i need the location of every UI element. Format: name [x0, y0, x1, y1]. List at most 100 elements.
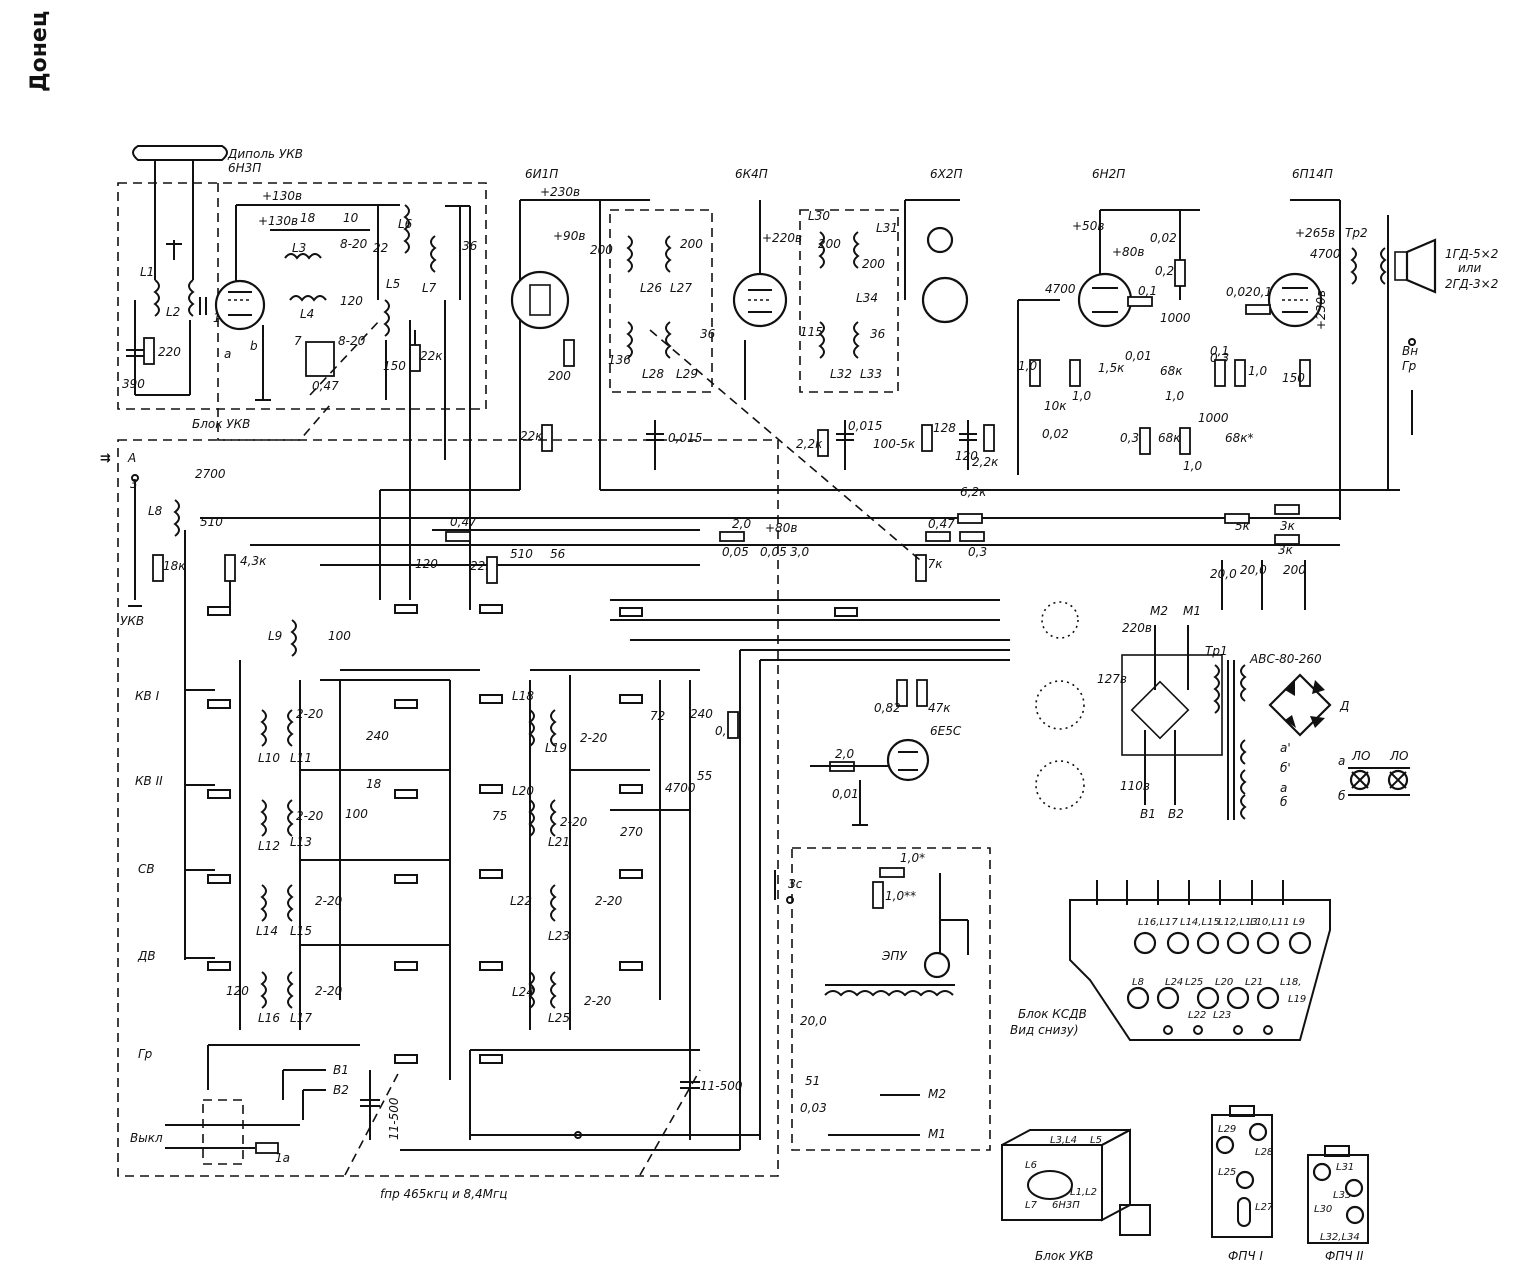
svg-text:4700: 4700 [1045, 282, 1076, 296]
svg-text:Тр1: Тр1 [1205, 644, 1228, 658]
svg-text:М2: М2 [1150, 604, 1168, 618]
svg-text:L11: L11 [290, 751, 312, 765]
svg-text:1ГД-5×2: 1ГД-5×2 [1445, 247, 1498, 261]
svg-text:0,05: 0,05 [760, 545, 787, 559]
svg-text:68к: 68к [1158, 431, 1181, 445]
svg-text:0,1: 0,1 [1253, 285, 1272, 299]
svg-text:200: 200 [680, 237, 703, 251]
svg-text:Зс: Зс [788, 877, 803, 891]
svg-text:L28: L28 [1255, 1147, 1273, 1158]
svg-text:L30: L30 [1314, 1204, 1332, 1215]
svg-text:а: а [1280, 781, 1287, 795]
svg-text:0,02: 0,02 [1226, 285, 1253, 299]
svg-text:L6: L6 [1025, 1160, 1037, 1171]
svg-text:1,0**: 1,0** [885, 889, 916, 903]
tube-voltage-6n2p: +80в [1112, 245, 1144, 259]
svg-text:510: 510 [510, 547, 533, 561]
svg-text:120: 120 [340, 294, 363, 308]
svg-text:220в: 220в [1122, 621, 1152, 635]
svg-text:В2: В2 [1168, 807, 1184, 821]
svg-text:150: 150 [383, 359, 406, 373]
svg-text:+90в: +90в [553, 229, 585, 243]
svg-text:22к: 22к [520, 429, 543, 443]
svg-text:L14: L14 [256, 924, 278, 938]
svg-text:ФПЧ I: ФПЧ I [1228, 1249, 1263, 1263]
tube-name-6x2p: 6Х2П [930, 167, 963, 181]
svg-text:110в: 110в [1120, 779, 1150, 793]
svg-text:ФПЧ II: ФПЧ II [1325, 1249, 1364, 1263]
svg-text:200: 200 [590, 243, 613, 257]
svg-text:1,0: 1,0 [1072, 389, 1091, 403]
svg-text:2-20: 2-20 [296, 707, 324, 721]
svg-text:Вн: Вн [1402, 344, 1418, 358]
band-label-kv1: КВ I [135, 689, 160, 703]
svg-text:L29: L29 [1218, 1124, 1236, 1135]
svg-text:0,01: 0,01 [832, 787, 859, 801]
svg-text:100-5к: 100-5к [873, 437, 916, 451]
svg-text:0,47: 0,47 [928, 517, 955, 531]
svg-text:L7: L7 [1025, 1200, 1038, 1211]
svg-text:1,0: 1,0 [1248, 364, 1267, 378]
svg-text:ЛО: ЛО [1351, 749, 1370, 763]
fpch1-stage: 200 200 L26 L27 36 L28 L29 136 0,015 [590, 209, 716, 470]
svg-text:L1,L2: L1,L2 [1070, 1187, 1097, 1198]
svg-text:1,0*: 1,0* [900, 851, 925, 865]
svg-text:150: 150 [1282, 371, 1305, 385]
svg-text:10: 10 [343, 211, 359, 225]
svg-text:L7: L7 [422, 281, 437, 295]
svg-text:В1: В1 [333, 1063, 349, 1077]
svg-text:22: 22 [373, 241, 388, 255]
svg-text:1,0: 1,0 [1165, 389, 1184, 403]
tube-voltage-6p14p: +265в [1295, 226, 1335, 240]
svg-text:L25: L25 [548, 1011, 570, 1025]
dipole-label: Диполь УКВ [227, 147, 303, 161]
fpch2-module-view: L31 L33 L30 L32,L34 ФПЧ II [1307, 1145, 1369, 1263]
svg-text:L17: L17 [290, 1011, 312, 1025]
svg-text:L5: L5 [1090, 1135, 1102, 1146]
svg-text:0,01: 0,01 [1125, 349, 1152, 363]
svg-text:2,2к: 2,2к [796, 437, 823, 451]
svg-text:L6: L6 [398, 217, 413, 231]
epu-block: Зс 1,0* 1,0** ЭПУ 20,0 51 0,03 М2 М1 [774, 847, 991, 1151]
svg-text:36: 36 [870, 327, 886, 341]
svg-text:L2: L2 [166, 305, 180, 319]
svg-text:L19: L19 [545, 741, 567, 755]
svg-text:0,03: 0,03 [800, 1101, 827, 1115]
svg-text:0,015: 0,015 [848, 419, 882, 433]
tube-name-6k4p: 6К4П [735, 167, 768, 181]
ksdv-block-view: L16,L17 L14,L15 L12,L13 L10,L11 L9 L8 L2… [1010, 880, 1331, 1041]
band-label-gr: Гр [138, 1047, 153, 1061]
svg-text:L24: L24 [1165, 977, 1183, 988]
svg-text:+80в: +80в [765, 521, 797, 535]
main-wiring [184, 200, 1400, 1151]
svg-text:22к: 22к [420, 349, 443, 363]
svg-text:⇉: ⇉ [100, 451, 111, 466]
svg-text:7: 7 [294, 334, 302, 348]
svg-text:1000: 1000 [1198, 411, 1229, 425]
svg-text:128: 128 [933, 421, 956, 435]
svg-text:2-20: 2-20 [580, 731, 608, 745]
svg-text:240: 240 [366, 729, 389, 743]
svg-text:L13: L13 [290, 835, 312, 849]
svg-text:0,02: 0,02 [1150, 231, 1177, 245]
svg-text:L34: L34 [856, 291, 878, 305]
svg-text:L22: L22 [510, 894, 532, 908]
svg-text:L12: L12 [258, 839, 280, 853]
svg-text:L16: L16 [258, 1011, 280, 1025]
svg-text:М2: М2 [928, 1087, 946, 1101]
tube-name-6p14p: 6П14П [1292, 167, 1333, 181]
svg-text:2700: 2700 [195, 467, 226, 481]
svg-text:120: 120 [415, 557, 438, 571]
band-section: ⇉ A 3 УКВ 2700 L8 510 18к 4,3к КВ I КВ I… [100, 329, 921, 1201]
svg-text:1,0: 1,0 [1183, 459, 1202, 473]
svg-text:51: 51 [805, 1074, 820, 1088]
svg-text:L25: L25 [1218, 1167, 1236, 1178]
svg-text:3к: 3к [1278, 543, 1294, 557]
svg-text:2-20: 2-20 [560, 815, 588, 829]
svg-text:0,3: 0,3 [1120, 431, 1139, 445]
tube-6k4p: 6К4П +220в [732, 167, 802, 400]
svg-text:2-20: 2-20 [315, 984, 343, 998]
svg-text:200: 200 [862, 257, 885, 271]
svg-text:3к: 3к [1280, 519, 1296, 533]
tube-6x2p: 6Х2П 100-5к 128 120 2,2к [873, 167, 999, 470]
